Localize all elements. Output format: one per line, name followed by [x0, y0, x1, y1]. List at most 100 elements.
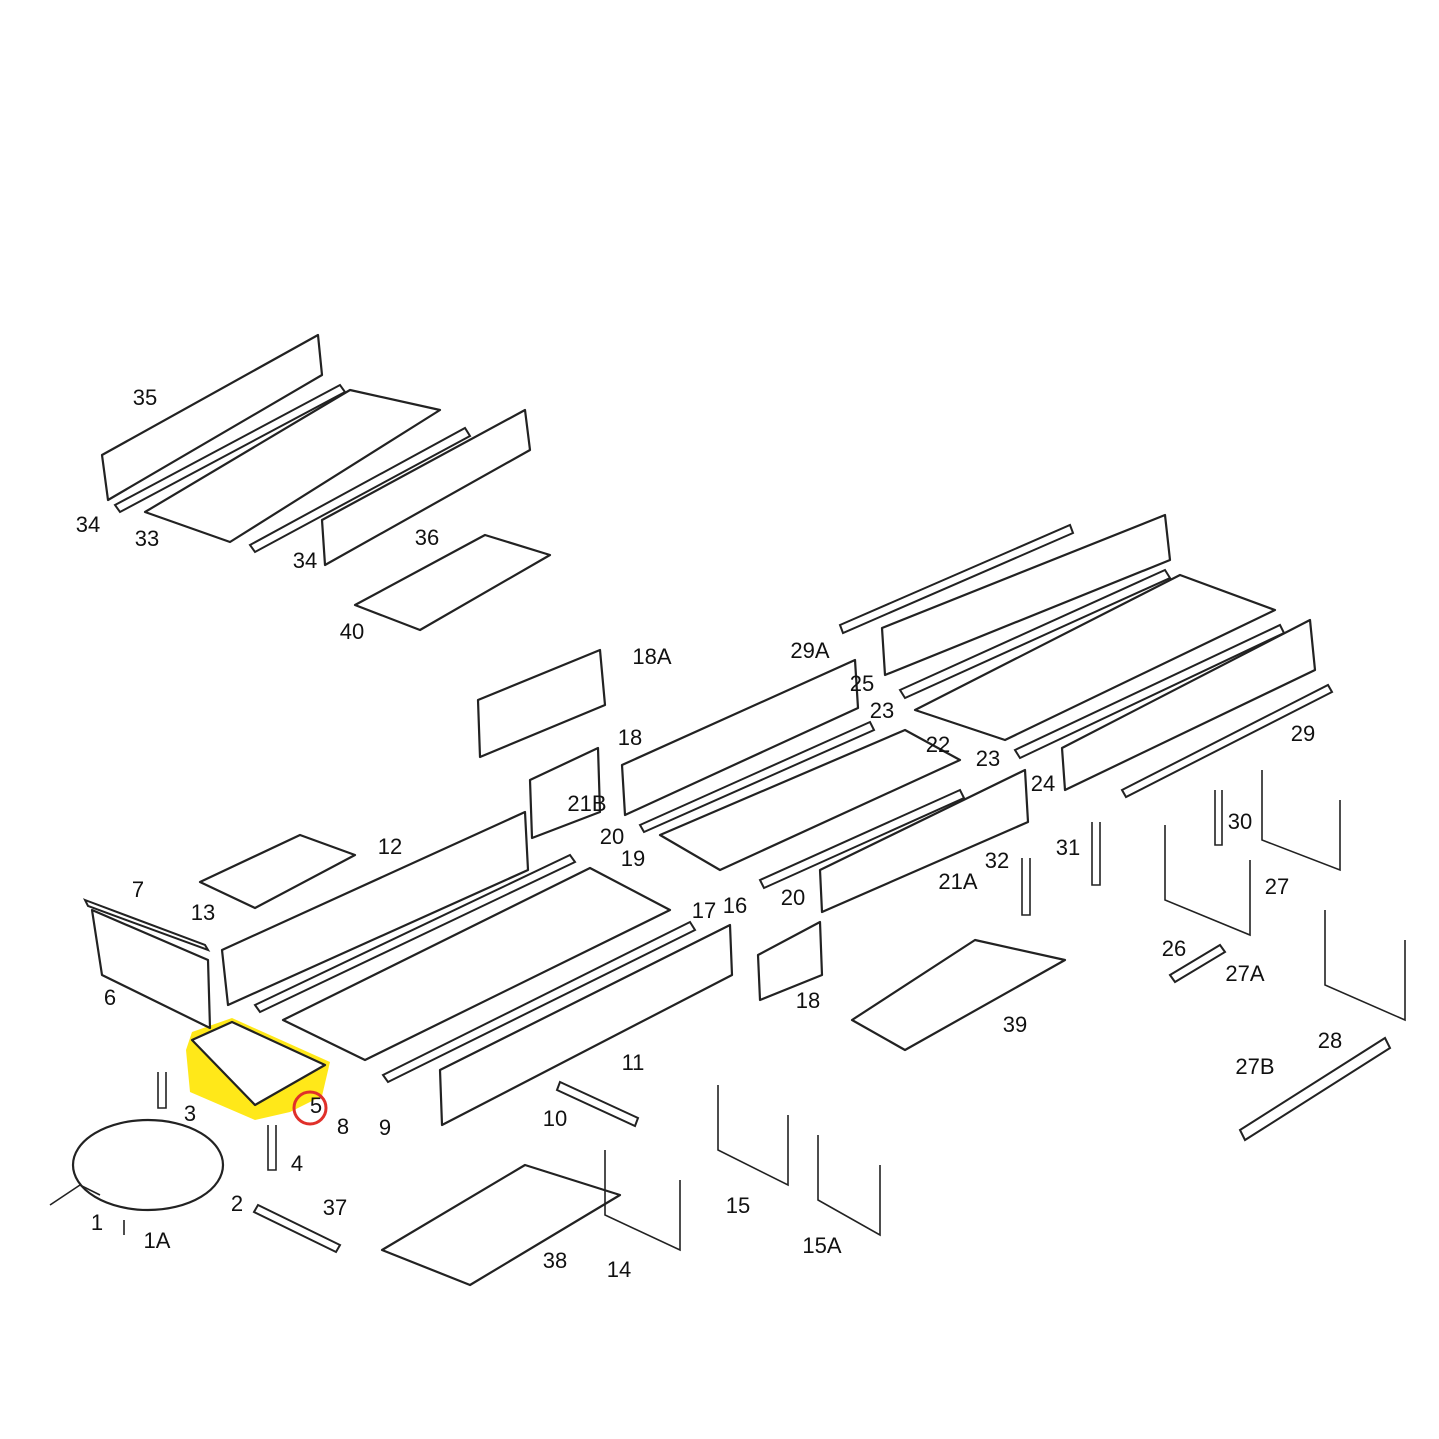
part-23-rail	[638, 720, 876, 834]
part-label-30: 30	[1228, 809, 1252, 834]
part-6-panel	[90, 908, 212, 1030]
part-label-23: 23	[976, 746, 1000, 771]
part-label-24: 24	[1031, 771, 1055, 796]
part-28-frame	[1324, 910, 1406, 1022]
part-label-22: 22	[926, 732, 950, 757]
part-24-panel	[1060, 618, 1317, 792]
part-label-20: 20	[600, 824, 624, 849]
part-25-panel	[880, 513, 1172, 677]
part-26-frame	[1164, 825, 1251, 937]
part-label-19: 19	[621, 846, 645, 871]
part-36-panel	[320, 408, 532, 567]
part-label-13: 13	[191, 900, 215, 925]
part-38-tray	[380, 1163, 622, 1287]
part-label-3: 3	[184, 1101, 196, 1126]
part-label-40: 40	[340, 619, 364, 644]
part-15A-frame	[817, 1135, 881, 1237]
part-label-14: 14	[607, 1257, 631, 1282]
part-label-5: 5	[310, 1093, 322, 1118]
part-label-11: 11	[622, 1050, 645, 1075]
part-label-29A: 29A	[790, 638, 829, 663]
part-label-25: 25	[850, 671, 874, 696]
part-22-floor	[658, 728, 962, 872]
part-29A-rail	[838, 523, 1075, 635]
part-30-bracket	[1214, 790, 1223, 846]
part-5-cover	[190, 1020, 327, 1107]
part-label-9: 9	[379, 1115, 391, 1140]
part-31-bracket	[1091, 822, 1101, 886]
part-label-29: 29	[1291, 721, 1315, 746]
part-3-bracket	[157, 1072, 167, 1109]
part-label-15A: 15A	[802, 1233, 841, 1258]
part-label-27: 27	[1265, 874, 1289, 899]
part-floor-upper-right	[913, 573, 1277, 742]
part-label-8: 8	[337, 1114, 349, 1139]
part-13-screen	[198, 833, 357, 910]
part-label-33: 33	[135, 526, 159, 551]
part-37-bar	[252, 1203, 342, 1254]
part-label-1: 1	[91, 1210, 103, 1235]
part-label-7: 7	[132, 877, 144, 902]
part-label-1A: 1A	[144, 1228, 171, 1253]
part-label-26: 26	[1162, 936, 1186, 961]
part-21B-panel	[620, 658, 860, 817]
part-label-18: 18	[618, 725, 642, 750]
part-label-21B: 21B	[567, 791, 606, 816]
part-18-plate	[528, 746, 602, 840]
part-label-34: 34	[293, 548, 317, 573]
part-35-panel	[100, 333, 324, 502]
part-10-bar	[555, 1080, 640, 1128]
part-label-35: 35	[133, 385, 157, 410]
part-label-27B: 27B	[1235, 1054, 1274, 1079]
part-label-28: 28	[1318, 1028, 1342, 1053]
part-1-hitch	[49, 1184, 101, 1206]
part-29-rail	[1120, 683, 1334, 799]
part-20-rail	[758, 788, 966, 890]
part-floor-perforated	[281, 866, 672, 1062]
part-27-frame	[1261, 770, 1341, 872]
part-label-20: 20	[781, 885, 805, 910]
part-label-15: 15	[726, 1193, 750, 1218]
part-4-bracket	[267, 1125, 277, 1171]
part-18-plate-lower	[756, 920, 824, 1002]
part-label-37: 37	[323, 1195, 347, 1220]
part-14-frame	[604, 1150, 681, 1252]
part-5-marker-circle	[292, 1090, 328, 1126]
part-label-36: 36	[415, 525, 439, 550]
part-40-tray	[353, 533, 552, 632]
part-label-38: 38	[543, 1248, 567, 1273]
part-label-6: 6	[104, 985, 116, 1010]
part-label-34: 34	[76, 512, 100, 537]
part-label-12: 12	[378, 834, 402, 859]
part-label-39: 39	[1003, 1012, 1027, 1037]
part-label-32: 32	[985, 848, 1009, 873]
part-label-21A: 21A	[938, 869, 977, 894]
part-label-31: 31	[1056, 835, 1080, 860]
part-label-16: 16	[723, 893, 747, 918]
part-32-bracket	[1021, 858, 1031, 916]
part-label-17: 17	[692, 898, 716, 923]
part-2-roller	[71, 1118, 225, 1212]
part-39-tray	[850, 938, 1067, 1052]
part-8-rail	[253, 853, 577, 1014]
part-18A-panel	[476, 648, 607, 759]
part-label-23: 23	[870, 698, 894, 723]
part-label-18: 18	[796, 988, 820, 1013]
part-27B-bar	[1238, 1036, 1392, 1142]
part-12-panel	[220, 810, 530, 1007]
part-label-4: 4	[291, 1151, 303, 1176]
part-23-rail-upper	[898, 568, 1172, 700]
part-15-frame	[717, 1085, 789, 1187]
part-label-27A: 27A	[1225, 961, 1264, 986]
part-34-rail-right	[248, 426, 472, 554]
part-label-10: 10	[543, 1106, 567, 1131]
part-11-panel	[438, 923, 734, 1127]
part-label-18A: 18A	[632, 644, 671, 669]
part-33-floor	[143, 388, 442, 544]
part-27A-bar	[1168, 943, 1227, 984]
part-7-strip	[82, 898, 211, 952]
part-label-2: 2	[231, 1191, 243, 1216]
part-21A-panel	[818, 768, 1030, 914]
